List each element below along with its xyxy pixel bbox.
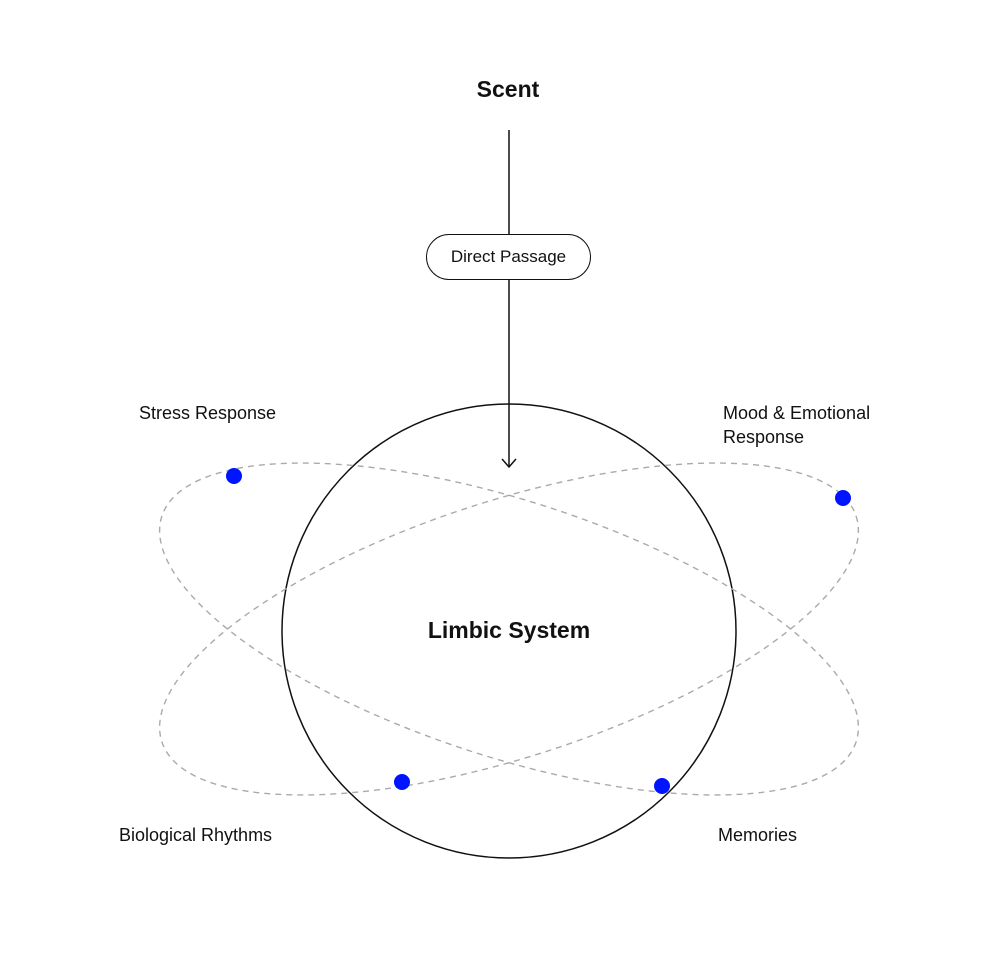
mood-label-line-2: Response (723, 427, 805, 447)
mood-label-line-1: Mood & Emotional (723, 403, 871, 423)
memories-label: Memories (718, 825, 798, 845)
stress-response-label: Stress Response (139, 403, 277, 423)
mood-response-node (835, 490, 851, 506)
arrow-head-icon (501, 458, 517, 469)
orbit-descending (158, 462, 860, 796)
mood-emotional-response-label: Mood & Emotional Response (723, 401, 923, 449)
orbit-ascending (158, 462, 860, 796)
biological-rhythms-label: Biological Rhythms (119, 825, 273, 845)
limbic-system-title: Limbic System (427, 617, 591, 643)
memories-node (654, 778, 670, 794)
direct-passage-label: Direct Passage (450, 247, 567, 266)
biological-rhythms-node (394, 774, 410, 790)
limbic-system-circle (281, 403, 737, 859)
stress-response-node (226, 468, 242, 484)
direct-passage-pill: Direct Passage (426, 234, 591, 280)
scent-title: Scent (476, 76, 540, 102)
